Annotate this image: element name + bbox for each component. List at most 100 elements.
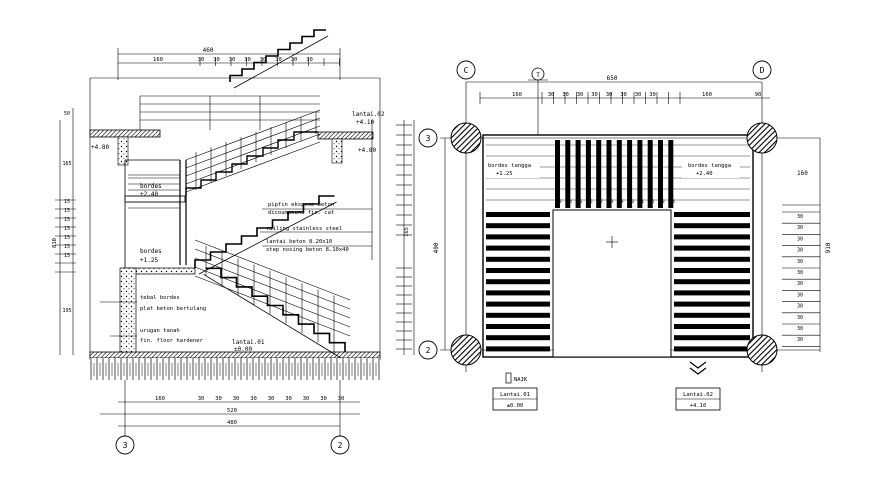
note-e2: fin. floor hardener: [140, 338, 204, 344]
section-dim-left: 15: [64, 235, 70, 241]
note-d2: plat beton bertulang: [140, 306, 206, 312]
note-d1: tebal bordes: [140, 295, 180, 301]
section-dim-left: 15: [64, 217, 70, 223]
plan-dim-right-step: 30: [797, 337, 803, 343]
column-c2: [450, 334, 482, 366]
plan-step-number: 21: [639, 199, 645, 205]
plan-step-number: 13: [556, 199, 562, 205]
section-dim-bottom: 30: [233, 396, 240, 402]
plan-dim-right-step: 30: [797, 214, 803, 220]
section-dim-bottom: 160: [155, 396, 165, 402]
grid-bubble-plan-2: [418, 340, 438, 360]
plan-void: [552, 209, 672, 358]
tag-lantai01-val: ±0.00: [507, 403, 524, 409]
plan-dim-right-step: 30: [797, 236, 803, 242]
plan-dim-top: 160: [512, 92, 522, 98]
lantai01-val: ±0.00: [234, 346, 252, 353]
plan-dim-total: 650: [607, 75, 618, 82]
grid-bubble-plan-3: [418, 128, 438, 148]
stair-flights: [185, 29, 346, 359]
plan-dim-right-step: 30: [797, 248, 803, 254]
section-left-dims: 50 165 15 15 15 15 15 15 15 810 195 165: [52, 111, 410, 314]
plan-step-number: 24: [670, 199, 676, 205]
section-dim-top: 160: [153, 57, 163, 63]
upper-slab-left: [89, 129, 161, 138]
section-dim-bottom: 520: [227, 408, 237, 414]
section-dim-left: 15: [64, 244, 70, 250]
section-dim-bottom: 30: [215, 396, 222, 402]
plan-dim-top: 30: [606, 92, 613, 98]
plan-dim-top: 30: [577, 92, 584, 98]
plan-dim-right-step: 30: [797, 292, 803, 298]
grid-label-c: C: [464, 66, 469, 75]
grid-bubble-3: [115, 435, 135, 455]
plan-dim-right-total: 910: [825, 242, 832, 253]
level-top-right: +4.80: [358, 147, 376, 154]
beam-left: [117, 136, 129, 166]
plan-dim-right-step: 30: [797, 281, 803, 287]
section-dim-left: 810: [52, 238, 58, 248]
note-b: railing stainless steel: [266, 226, 342, 232]
section-dim-total: 460: [203, 47, 214, 54]
plan-dim-right-step: 30: [797, 225, 803, 231]
lantai02-label: lantai.02: [352, 111, 385, 118]
section-dim-left: 15: [64, 199, 70, 205]
section-dim-bottom: 30: [268, 396, 275, 402]
tag-lantai02-val: +4.10: [690, 403, 707, 409]
note-a1: pipfin ekspose beton: [268, 202, 334, 208]
naik-arrow: [505, 372, 512, 384]
section-dim-bottom: 30: [338, 396, 345, 402]
section-dim-bottom: 30: [303, 396, 310, 402]
plan-bordes-right-label: bordes tangga: [688, 163, 731, 169]
railings: [128, 95, 351, 352]
column-c3: [450, 122, 482, 154]
section-dim-bottom: 30: [250, 396, 257, 402]
grid-label-2: 2: [338, 441, 343, 450]
plan-treads: [486, 140, 750, 352]
section-dim-left: 15: [64, 208, 70, 214]
plan-dim-top: 90: [755, 92, 762, 98]
section-dim-bottom: 30: [320, 396, 327, 402]
tag-lantai01-title: Lantai.01: [500, 392, 530, 398]
plan-dim-right-step: 30: [797, 315, 803, 321]
section-dim-bottom: 30: [198, 396, 205, 402]
grid-bubble-d: [752, 60, 772, 80]
tag-lantai02-title: Lantai.02: [683, 392, 713, 398]
plan-dim-right-step: 30: [797, 326, 803, 332]
section-dim-left: 165: [62, 161, 71, 167]
plan-step-number: 18: [608, 199, 614, 205]
plan-step-number: 19: [618, 199, 624, 205]
plan-dim-top: 30: [548, 92, 555, 98]
plan-dim-top: 30: [591, 92, 598, 98]
plan-step-number: 16: [587, 199, 593, 205]
grid-label-plan-3: 3: [426, 134, 431, 143]
plan-step-number: 23: [659, 199, 665, 205]
lantai01-label: lantai.01: [232, 339, 265, 346]
note-e1: urugan tanah: [140, 328, 180, 334]
plan-dim-right-step: 30: [797, 270, 803, 276]
column-d2: [746, 334, 778, 366]
grid-bubble-c: [456, 60, 476, 80]
section-dim-left: 15: [64, 253, 70, 259]
section-dim-left: 15: [64, 226, 70, 232]
plan-step-number: 17: [597, 199, 603, 205]
grid-label-3: 3: [123, 441, 128, 450]
section-dim-right: 165: [404, 227, 410, 237]
upper-slab-right: [317, 131, 374, 140]
plan-dim-right-step: 30: [797, 259, 803, 265]
note-a2: dicoumpound fin. cat: [268, 210, 334, 216]
plan-bordes-left-val: +1.25: [496, 171, 513, 177]
section-dim-left: 50: [64, 111, 70, 117]
section-dim-left: 195: [62, 308, 71, 314]
down-arrow-icon: [689, 367, 707, 375]
plan-step-number: 15: [577, 199, 583, 205]
plan-dim-top: 30: [620, 92, 627, 98]
column-d3: [746, 122, 778, 154]
plan-dim-top: 160: [702, 92, 712, 98]
level-top-left: +4.80: [91, 144, 109, 151]
